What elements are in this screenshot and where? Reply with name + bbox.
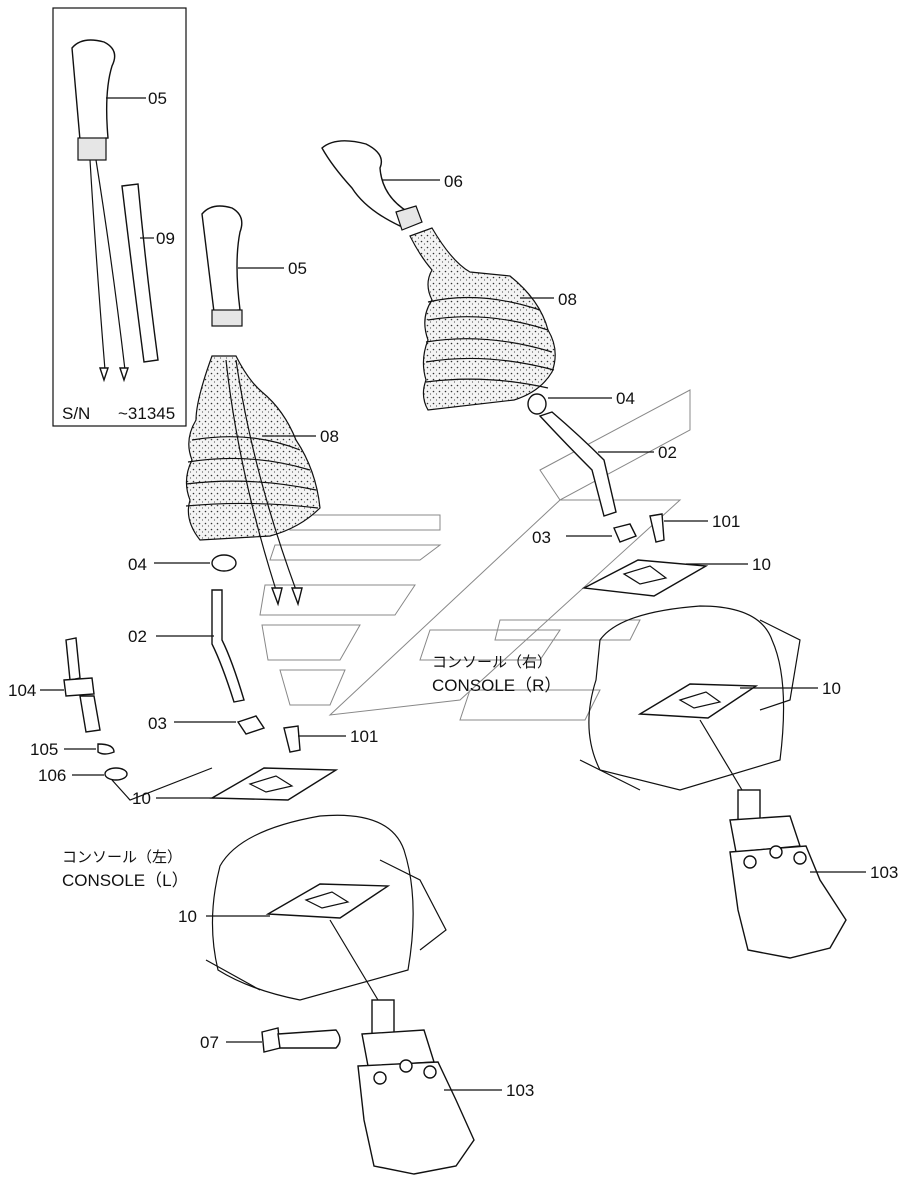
- bolt-07: [277, 1029, 341, 1049]
- label-02-right: 02: [658, 443, 677, 462]
- inset-grip-05: [71, 39, 129, 383]
- serial-inset: 05 09 S/N ~31345: [52, 7, 187, 427]
- console-right-en: CONSOLE（R）: [432, 676, 561, 695]
- boot-08-right: [409, 227, 556, 411]
- clip-105: [97, 743, 115, 755]
- console-left-jp: コンソール（左）: [62, 848, 182, 866]
- label-08-left: 08: [320, 427, 339, 446]
- label-10-right-lower: 10: [822, 679, 841, 698]
- nut-04-right: [527, 393, 547, 415]
- bolt-101-left: [283, 725, 301, 753]
- left-lever-assembly: 05 08 04 02 03 101 10 コンソール（左） CONS: [8, 205, 534, 1175]
- nut-03-left: [236, 715, 266, 735]
- label-04-right: 04: [616, 389, 635, 408]
- label-104: 104: [8, 681, 36, 700]
- plate-10-right-lower: [637, 683, 759, 719]
- label-10-left-lower: 10: [178, 907, 197, 926]
- pin-104: [63, 637, 101, 733]
- label-06: 06: [444, 172, 463, 191]
- label-103-right: 103: [870, 863, 898, 882]
- valve-103-left: [357, 999, 475, 1175]
- label-105: 105: [30, 740, 58, 759]
- valve-103-right: [729, 789, 847, 959]
- label-03-right: 03: [532, 528, 551, 547]
- plate-10-left-upper: [209, 767, 339, 801]
- rod-02-left: [211, 589, 245, 703]
- label-02-left: 02: [128, 627, 147, 646]
- serial-prefix: S/N: [62, 404, 90, 423]
- plate-10-right-upper: [581, 559, 709, 597]
- label-03-left: 03: [148, 714, 167, 733]
- inset-tube-09: [121, 183, 159, 363]
- label-101-left: 101: [350, 727, 378, 746]
- label-103-left: 103: [506, 1081, 534, 1100]
- label-10-right-upper: 10: [752, 555, 771, 574]
- label-106: 106: [38, 766, 66, 785]
- console-right-jp: コンソール（右）: [432, 653, 552, 671]
- label-07: 07: [200, 1033, 219, 1052]
- nut-04-left: [211, 554, 237, 572]
- right-lever-assembly: 06 08 04 02 03 101 10 コンソール（右） CONSOLE（R…: [321, 140, 898, 959]
- label-09-inset: 09: [156, 229, 175, 248]
- label-04-left: 04: [128, 555, 147, 574]
- label-05-left: 05: [288, 259, 307, 278]
- washer-106: [104, 767, 128, 781]
- nut-03-right: [613, 523, 637, 543]
- label-08-right: 08: [558, 290, 577, 309]
- grip-06: [321, 140, 409, 227]
- console-right-body: [588, 605, 785, 791]
- serial-range: ~31345: [118, 404, 175, 423]
- label-05-inset: 05: [148, 89, 167, 108]
- label-101-right: 101: [712, 512, 740, 531]
- bolt-07-head: [261, 1027, 281, 1053]
- bolt-101-right: [649, 513, 665, 543]
- console-left-body: [211, 814, 414, 1001]
- console-left-en: CONSOLE（L）: [62, 871, 189, 890]
- grip-05-left: [201, 205, 243, 313]
- background-logo-mark: [259, 389, 691, 721]
- plate-10-left-lower: [265, 883, 391, 919]
- rod-02-right: [538, 411, 617, 517]
- inset-frame: [52, 7, 187, 427]
